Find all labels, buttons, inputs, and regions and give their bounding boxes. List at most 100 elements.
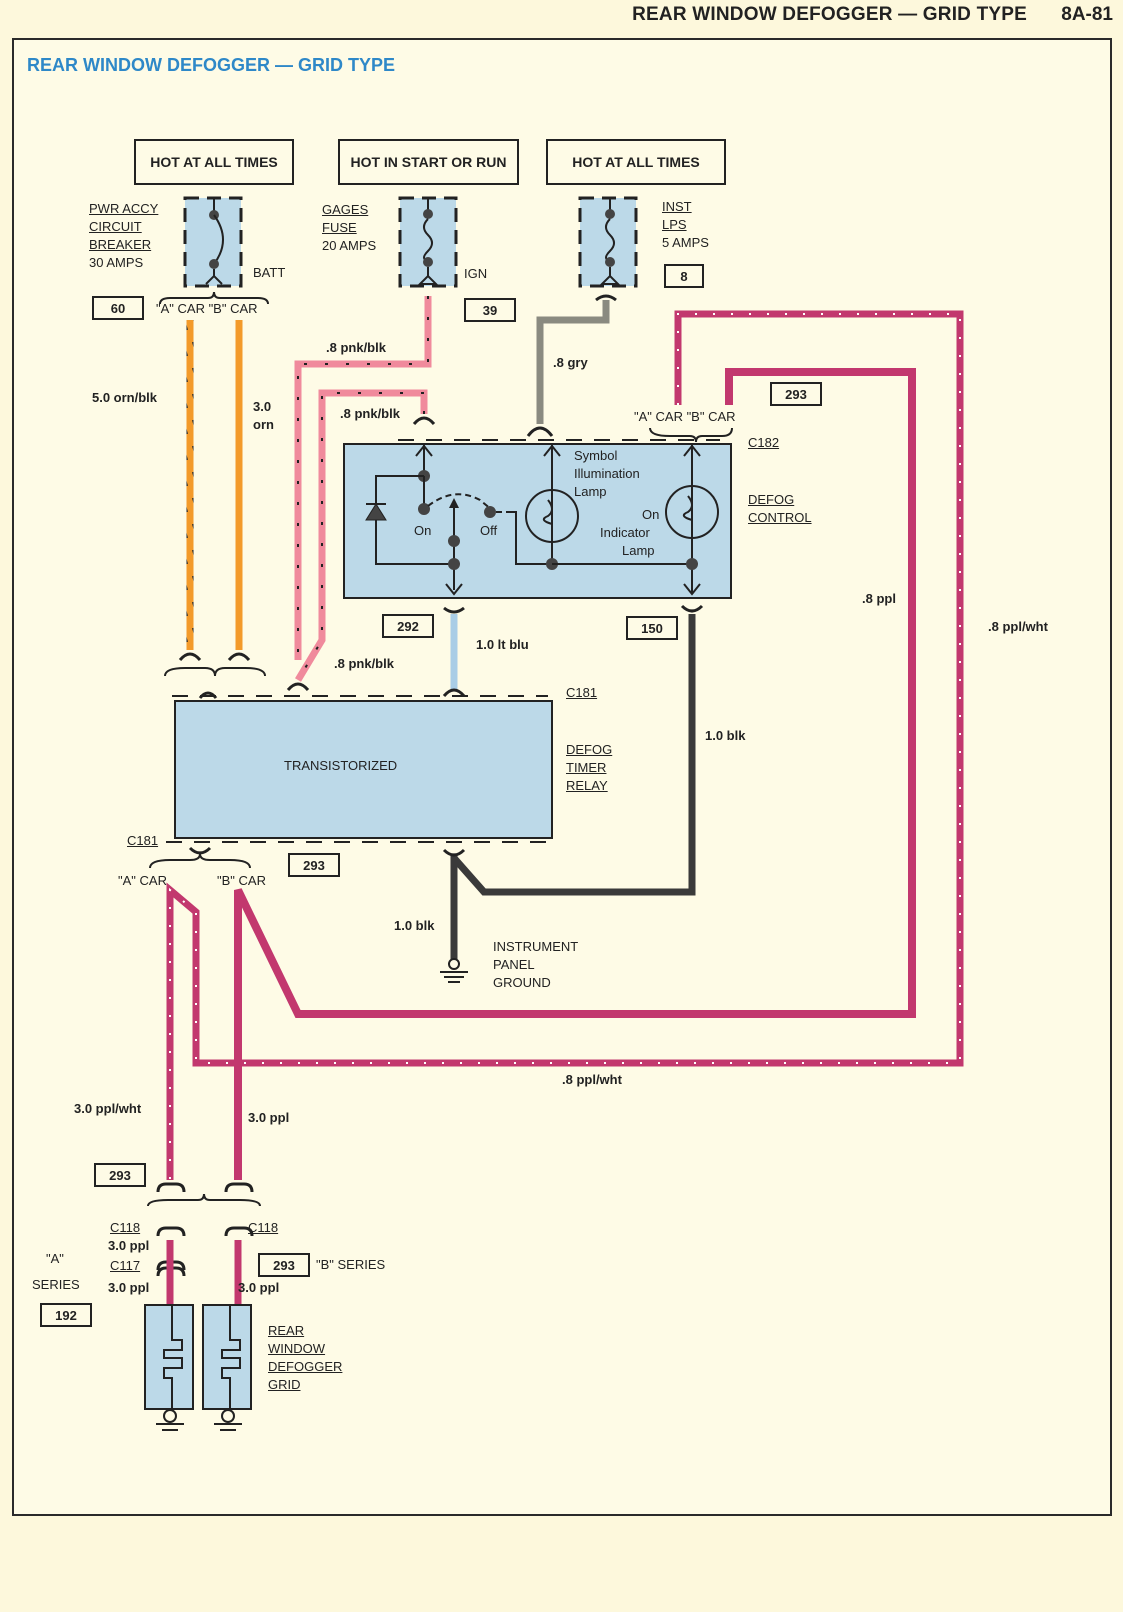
grid-name-line-2: WINDOW — [268, 1341, 326, 1356]
diagram-title: REAR WINDOW DEFOGGER — GRID TYPE — [27, 55, 396, 75]
circuit-number-293-top: 293 — [770, 382, 822, 406]
timer-relay-name-line-2: TIMER — [566, 760, 607, 775]
defog-control-name-line-1: DEFOG — [748, 492, 795, 507]
connector-blk-top — [680, 604, 704, 613]
connector-blk-bottom — [442, 848, 466, 857]
connector-c118 — [156, 1226, 254, 1237]
wire-label-c117-a: 3.0 ppl — [108, 1280, 150, 1295]
wire-1-0-blk — [451, 614, 696, 896]
breaker-terminal: BATT — [253, 265, 286, 280]
switch-off-label: Off — [480, 523, 498, 538]
wire-pnk-blk-inner — [294, 389, 428, 682]
wire-label-pnk-blk-top: .8 pnk/blk — [326, 340, 386, 355]
circuit-number-60: 60 — [92, 296, 144, 320]
wire-label-c118-a: 3.0 ppl — [108, 1238, 150, 1253]
grid-name-line-1: REAR — [268, 1323, 305, 1338]
wire-label-3-0: 3.0 — [253, 399, 272, 414]
connector-c118-left-label: C118 — [110, 1220, 141, 1235]
timer-relay-variant-a: "A" CAR — [118, 873, 167, 888]
breaker-name-line-1: PWR ACCY — [89, 201, 159, 216]
switch-on-label: On — [414, 523, 432, 538]
b-series-label: "B" SERIES — [316, 1257, 386, 1272]
ground-symbol — [440, 958, 468, 983]
wire-label-gry: .8 gry — [553, 355, 588, 370]
brace-breaker — [159, 291, 269, 305]
timer-relay-name-line-3: RELAY — [566, 778, 608, 793]
wire-label-blk-ground: 1.0 blk — [394, 918, 435, 933]
defog-control-box — [343, 443, 732, 599]
wire-8-ppl — [234, 368, 916, 1180]
symbol-lamp-line-2: Illumination — [574, 466, 640, 481]
breaker-rating: 30 AMPS — [89, 255, 144, 270]
symbol-lamp-line-1: Symbol — [574, 448, 618, 463]
pwr-accy-circuit-breaker — [183, 196, 243, 288]
inst-lps-name-line-2: LPS — [662, 217, 687, 232]
wire-label-pnk-blk-lower: .8 pnk/blk — [334, 656, 394, 671]
timer-relay-body-text: TRANSISTORIZED — [284, 758, 398, 773]
inst-lps-fuse — [578, 196, 638, 288]
ground-label-line-1: INSTRUMENT — [493, 939, 579, 954]
grid-name-line-3: DEFOGGER — [268, 1359, 343, 1374]
wire-label-blk-right: 1.0 blk — [705, 728, 746, 743]
circuit-number-150: 150 — [626, 616, 678, 640]
connector-c118-right-label: C118 — [248, 1220, 279, 1235]
power-source-hot-in-start-or-run: HOT IN START OR RUN — [338, 139, 519, 185]
connector-gry — [595, 294, 617, 302]
indicator-lamp-line-2: Indicator — [600, 525, 650, 540]
ground-label-line-2: PANEL — [493, 957, 535, 972]
circuit-number-293-relay: 293 — [288, 853, 340, 877]
page-header-title: REAR WINDOW DEFOGGER — GRID TYPE — [632, 4, 1027, 25]
connector-pnk — [286, 682, 310, 692]
defog-timer-relay-box — [174, 700, 553, 839]
brace-c182 — [649, 427, 733, 443]
wire-label-orn: orn — [253, 417, 274, 432]
wire-label-3-0-ppl-wht: 3.0 ppl/wht — [74, 1101, 142, 1116]
gages-fuse-name-line-1: GAGES — [322, 202, 369, 217]
connector-c117-label: C117 — [110, 1258, 141, 1273]
breaker-name-line-3: BREAKER — [89, 237, 152, 252]
wire-8-ppl-wht — [166, 310, 964, 1180]
wire-label-ppl: .8 ppl — [862, 591, 896, 606]
wire-8-gry — [536, 300, 610, 424]
gages-fuse-name-line-2: FUSE — [322, 220, 357, 235]
defog-control-variant-label: "A" CAR "B" CAR — [634, 409, 736, 424]
breaker-name-line-2: CIRCUIT — [89, 219, 142, 234]
circuit-number-8: 8 — [664, 264, 704, 288]
connector-gry-bottom — [526, 426, 554, 437]
circuit-number-293-b-series: 293 — [258, 1253, 310, 1277]
connector-c182-label: C182 — [748, 435, 780, 450]
defogger-grid-b — [202, 1304, 252, 1431]
circuit-number-192: 192 — [40, 1303, 92, 1327]
connector-orn — [178, 652, 251, 662]
wire-label-b-series: 3.0 ppl — [238, 1280, 280, 1295]
indicator-lamp-line-3: Lamp — [622, 543, 655, 558]
wire-label-ppl-wht-bottom: .8 ppl/wht — [562, 1072, 622, 1087]
defog-control-name-line-2: CONTROL — [748, 510, 812, 525]
connector-c181-top-label: C181 — [566, 685, 598, 700]
circuit-number-292: 292 — [382, 614, 434, 638]
wire-label-lt-blu: 1.0 lt blu — [476, 637, 529, 652]
wire-label-pnk-blk-inner: .8 pnk/blk — [340, 406, 400, 421]
connector-293-lower — [156, 1182, 254, 1193]
inst-lps-name-line-1: INST — [662, 199, 692, 214]
page-header: REAR WINDOW DEFOGGER — GRID TYPE 8A-81 — [0, 0, 1123, 32]
gages-fuse-rating: 20 AMPS — [322, 238, 377, 253]
circuit-number-293-grid-upper: 293 — [94, 1163, 146, 1187]
page-number: 8A-81 — [1061, 4, 1113, 25]
wire-label-ppl-wht-right: .8 ppl/wht — [988, 619, 1048, 634]
wire-label-5-0-orn-blk: 5.0 orn/blk — [92, 390, 158, 405]
defogger-grid-a — [144, 1304, 194, 1431]
power-source-hot-at-all-times-2: HOT AT ALL TIMES — [546, 139, 726, 185]
brace-c181-bottom — [149, 853, 251, 869]
gages-fuse — [398, 196, 458, 288]
indicator-lamp-line-1: On — [642, 507, 660, 522]
power-source-hot-at-all-times-1: HOT AT ALL TIMES — [134, 139, 294, 185]
wire-pnk-blk-outer — [294, 296, 432, 660]
ground-label-line-3: GROUND — [493, 975, 551, 990]
breaker-variant-label: "A" CAR "B" CAR — [156, 301, 258, 316]
gages-fuse-terminal: IGN — [464, 266, 488, 281]
circuit-number-39: 39 — [464, 298, 516, 322]
connector-lt-blu — [442, 606, 466, 698]
connector-c181-bottom-label: C181 — [127, 833, 159, 848]
